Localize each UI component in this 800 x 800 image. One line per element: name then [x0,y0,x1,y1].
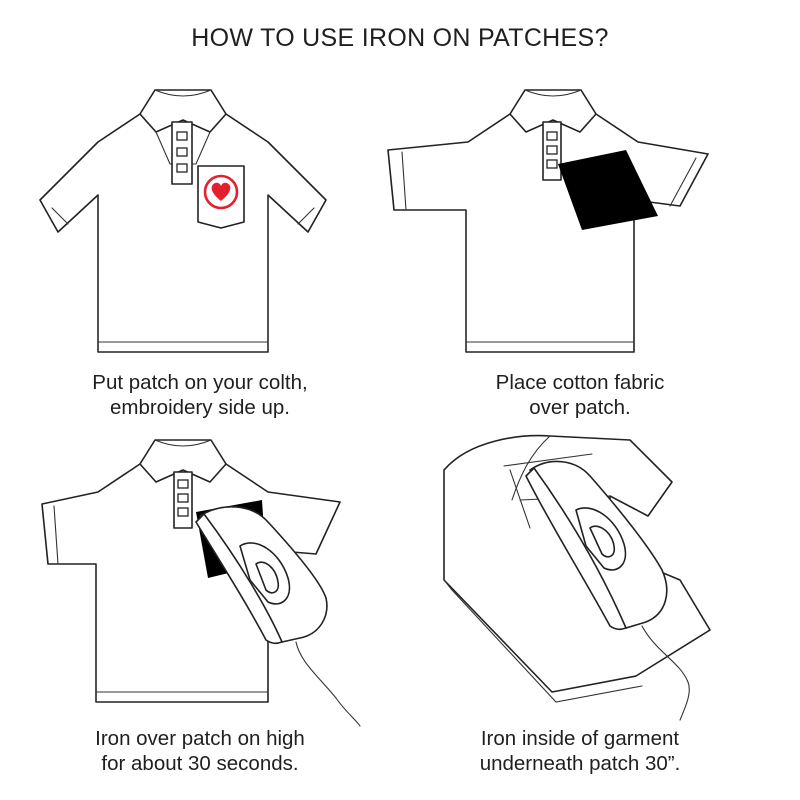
step-2-panel: Place cotton fabric over patch. [380,80,780,450]
button-icon [546,159,558,169]
button-icon [177,507,189,517]
iron-cord [641,625,690,721]
step-1-caption-line1: Put patch on your colth, [92,371,308,394]
step-2-shirt-illustration [387,89,709,353]
button-icon [177,479,189,489]
iron-cord [295,641,361,727]
step-3-shirt-illustration [41,439,361,727]
step-1-caption-line2: embroidery side up. [109,396,291,419]
cotton-fabric-icon [558,150,658,230]
step-4-caption: Iron inside of garment underneath patch … [380,726,780,776]
step-2-caption-line2: over patch. [529,396,631,419]
iron-icon [525,460,668,631]
step-3-caption: Iron over patch on high for about 30 sec… [0,726,400,776]
step-1-panel: Put patch on your colth, embroidery side… [0,80,400,450]
step-3-caption-line2: for about 30 seconds. [101,752,299,775]
step-2-caption-line1: Place cotton fabric [495,371,665,394]
button-icon [546,145,558,155]
step-4-caption-line1: Iron inside of garment [480,727,680,750]
button-icon [176,131,188,141]
step-4-caption-line2: underneath patch 30”. [479,752,681,775]
shirt-collar [139,439,227,483]
step-3-panel: Iron over patch on high for about 30 sec… [0,430,400,800]
button-icon [176,147,188,157]
step-4-panel: Iron inside of garment underneath patch … [380,430,780,800]
shirt-collar [139,89,227,133]
step-2-caption: Place cotton fabric over patch. [380,370,780,420]
heart-icon [211,182,231,201]
button-icon [546,131,558,141]
shirt-collar [509,89,597,133]
step-1-shirt-illustration [39,89,327,353]
iron-icon [195,506,328,645]
button-icon [177,493,189,503]
step-3-caption-line1: Iron over patch on high [95,727,305,750]
button-icon [176,163,188,173]
page-title: HOW TO USE IRON ON PATCHES? [191,24,609,52]
step-1-caption: Put patch on your colth, embroidery side… [0,370,400,420]
step-4-garment-illustration [443,434,711,721]
